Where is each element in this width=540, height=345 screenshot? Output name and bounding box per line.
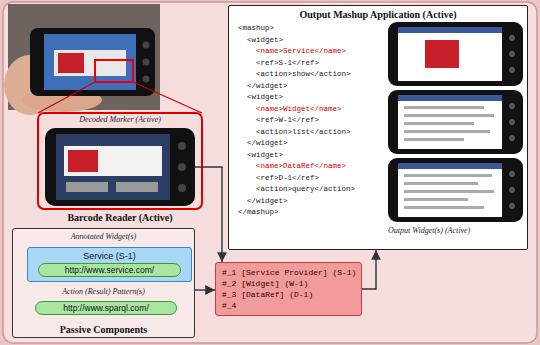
code-line: <ref>D-1</ref>	[238, 174, 378, 184]
screen-marker	[68, 150, 98, 172]
phone-button	[509, 119, 515, 125]
screen-line	[404, 182, 478, 185]
code-line: <name>Service</name>	[238, 47, 378, 57]
group-caption: Annotated Widget(s)	[12, 232, 195, 242]
phone-button	[143, 42, 150, 49]
screen-line	[404, 138, 464, 141]
panel-heading: Output Mashup Application (Active)	[229, 9, 527, 20]
url-text: http://www.sparql.com/	[40, 303, 172, 313]
marker-line: #_4	[222, 300, 355, 311]
code-line: </widget>	[238, 197, 378, 207]
code-line: </widget>	[238, 82, 378, 92]
phone-heading: Barcode Reader (Active)	[20, 212, 220, 223]
screen-marker	[425, 40, 459, 68]
output-phone	[388, 22, 523, 86]
phone-screen	[56, 134, 170, 200]
url-pill: http://www.sparql.com/	[35, 301, 177, 315]
zoom-line	[38, 82, 95, 113]
panel-ground	[228, 5, 528, 250]
phone-button	[509, 203, 515, 209]
screen-marker	[58, 53, 84, 73]
code-line: <name>DataRef</name>	[238, 162, 378, 172]
highlight-box	[95, 60, 133, 82]
code-line: </widget>	[238, 139, 378, 149]
phone-screen	[398, 27, 502, 81]
phone-body	[45, 128, 195, 206]
phone-button	[509, 35, 515, 41]
phone-body	[30, 28, 155, 96]
screen-bar	[398, 163, 502, 169]
group-caption: Action (Result) Pattern(s)	[12, 287, 195, 297]
phone-button	[178, 184, 186, 192]
screen-line	[404, 130, 490, 133]
phone-body	[388, 90, 523, 154]
phone-button	[143, 76, 150, 83]
screen-button	[116, 182, 158, 192]
screen-line	[404, 190, 494, 193]
phone-screen	[398, 95, 502, 149]
passive-panel: Passive Components Service (S-1) http://ww…	[12, 228, 195, 338]
screen-dialog	[64, 146, 162, 176]
url-pill: http://www.service.com/	[38, 263, 181, 277]
service-box: Service (S-1) http://www.service.com/	[27, 247, 192, 282]
screen-button	[66, 182, 108, 192]
code-line: <ref>S-1</ref>	[238, 59, 378, 69]
code-line: <name>Widget</name>	[238, 105, 378, 115]
output-phone	[388, 90, 523, 154]
barcode-phone: Barcode Reader (Active)	[45, 128, 195, 206]
code-line: </mashup>	[238, 208, 378, 218]
marker-line: #_2 [Widget] (W-1)	[222, 278, 355, 289]
screen-dialog	[54, 50, 126, 76]
phone-button	[509, 135, 515, 141]
code-line: <mashup>	[238, 24, 378, 34]
code-line: <ref>W-1</ref>	[238, 116, 378, 126]
phone-button	[509, 103, 515, 109]
code-line: <action>list</action>	[238, 128, 378, 138]
phone-body	[388, 158, 523, 222]
url-text: http://www.service.com/	[43, 265, 176, 275]
phone-button	[509, 187, 515, 193]
screen-bar	[398, 95, 502, 101]
code-line: <widget>	[238, 151, 378, 161]
code-line: <action>query</action>	[238, 185, 378, 195]
phone-body	[388, 22, 523, 86]
code-line: <widget>	[238, 93, 378, 103]
screen-line	[404, 122, 474, 125]
screen-bar	[398, 27, 502, 33]
screen-line	[404, 206, 484, 209]
phone-button	[178, 163, 186, 171]
flow-arrow	[362, 250, 376, 289]
screen-line	[404, 198, 468, 201]
phone-button	[143, 59, 150, 66]
zoom-frame	[38, 113, 202, 209]
screen-line	[404, 174, 492, 177]
marker-box: #_1 [Service Provider] (S-1)#_2 [Widget]…	[215, 262, 362, 316]
phone-button	[509, 51, 515, 57]
output-phone	[388, 158, 523, 222]
screen-line	[404, 106, 484, 109]
marker-line: #_3 [DataRef] (D-1)	[222, 289, 355, 300]
flow-arrow	[195, 289, 215, 290]
panel-heading: Passive Components	[13, 324, 194, 335]
phones-caption: Output Widget(s) (Active)	[388, 226, 526, 236]
phone-screen	[44, 34, 136, 90]
box-text: Service (S-1)	[28, 251, 191, 261]
flow-arrow	[195, 167, 222, 262]
zoom-caption: Decoded Marker (Active)	[40, 115, 200, 125]
code-line: <widget>	[238, 36, 378, 46]
phone-button	[178, 142, 186, 150]
code-line: <action>show</action>	[238, 70, 378, 80]
phone-screen	[398, 163, 502, 217]
screen-line	[404, 114, 494, 117]
background-frame	[3, 2, 537, 343]
phone-button	[509, 67, 515, 73]
marker-line: #_1 [Service Provider] (S-1)	[222, 267, 355, 278]
phone-button	[509, 171, 515, 177]
zoom-line	[133, 82, 202, 113]
